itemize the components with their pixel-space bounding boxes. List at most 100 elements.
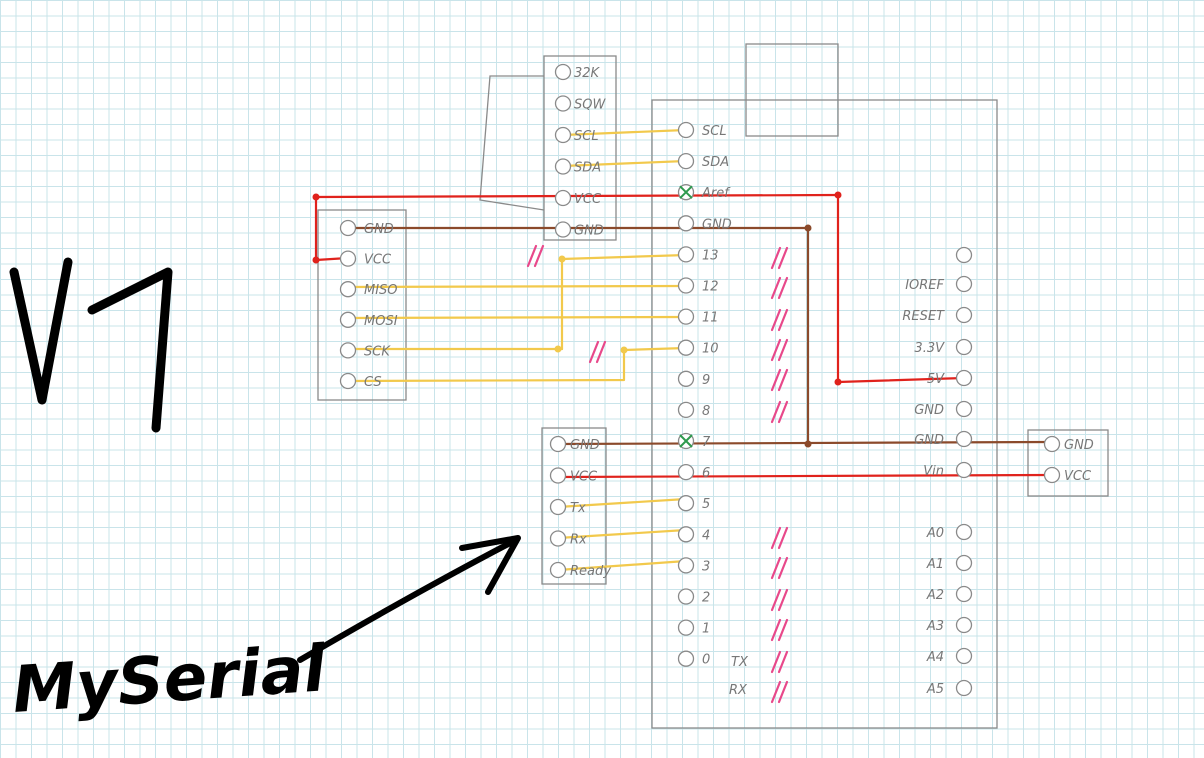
arduino-label-8: 8	[702, 404, 710, 419]
junction-red-1	[312, 193, 320, 201]
arduino-right-label-a4: A4	[926, 650, 944, 665]
sd-module	[317, 209, 407, 401]
arduino-label-9: 9	[702, 373, 710, 388]
pins	[339, 63, 1061, 697]
arduino-pin-gnd	[677, 215, 695, 232]
wire-scl	[561, 128, 688, 137]
arduino-pin-scl	[677, 121, 695, 139]
pin-marks	[526, 244, 789, 704]
arduino-pin-3	[677, 557, 695, 574]
arduino-right-label-a2: A2	[926, 588, 944, 603]
pin-mark-8	[770, 400, 789, 424]
arduino-label-3: 3	[702, 559, 710, 574]
pin-mark-7	[770, 368, 789, 392]
serial-label-gnd: GND	[570, 438, 600, 453]
labels: 32KSQWSCLSDAVCCGNDGNDVCCMISOMOSISCKCSGND…	[364, 66, 1094, 698]
arduino-right-label-a3: A3	[926, 619, 944, 634]
sd-pin-vcc	[339, 250, 357, 267]
arduino-label-7: 7	[702, 435, 711, 450]
arduino-label-13: 13	[702, 248, 719, 263]
wire-d13	[560, 253, 688, 261]
arduino-pin-9	[677, 370, 695, 387]
usb-connector	[745, 43, 839, 137]
sd-pin-miso	[339, 281, 357, 298]
serial-pin-ready	[549, 561, 567, 579]
pin-mark-4	[770, 276, 789, 300]
arduino-label-rx: RX	[729, 683, 748, 698]
wires	[312, 128, 1054, 572]
junction-brown-1	[804, 224, 812, 232]
arduino-right-pin-a3	[955, 616, 973, 634]
arduino-right-pin-ioref	[955, 275, 973, 293]
rtc-board	[543, 55, 617, 241]
board-outlines	[317, 43, 1109, 729]
serial-label-ready: Ready	[570, 564, 611, 579]
serial-pin-tx	[549, 498, 567, 516]
arduino-pin-5	[677, 495, 695, 512]
rtc-battery	[479, 75, 545, 211]
rtc-label-scl: SCL	[574, 129, 599, 144]
rtc-label-sda: SDA	[574, 161, 601, 176]
rtc-pin-vcc	[554, 189, 572, 207]
arduino-right-pin-a0	[955, 523, 973, 541]
arduino-label-aref: Aref	[701, 186, 731, 201]
junction-yellow-1	[558, 255, 566, 263]
pin-mark-9	[770, 526, 789, 550]
power-label-gnd: GND	[1064, 438, 1094, 453]
power-pin-gnd	[1043, 435, 1061, 453]
sd-pin-sck	[339, 342, 357, 359]
serial-label-rx: Rx	[570, 533, 587, 548]
pin-mark-2	[588, 340, 607, 364]
arduino-right-label-5v: 5V	[927, 372, 945, 387]
sd-label-miso: MISO	[364, 283, 398, 298]
arduino-right-pin-nc	[955, 246, 973, 264]
sd-label-vcc: VCC	[364, 253, 392, 268]
pin-mark-10	[770, 556, 789, 580]
arduino-pin-7-cross	[679, 434, 693, 448]
rtc-pin-sqw	[554, 95, 572, 112]
sd-label-mosi: MOSI	[364, 314, 398, 329]
arduino-label-gnd: GND	[702, 217, 732, 232]
rtc-pin-32k	[554, 63, 572, 81]
arduino-pin-6	[677, 463, 695, 481]
arduino-label-sda: SDA	[702, 155, 729, 170]
power-label-vcc: VCC	[1064, 469, 1092, 484]
arduino-right-pin-3-3v	[955, 338, 973, 356]
arrow-shaft	[297, 537, 519, 663]
arduino-right-label-gnd: GND	[914, 403, 944, 418]
serial-pin-gnd	[549, 435, 567, 453]
myserial-text: MySerial	[10, 632, 329, 728]
power-pin-vcc	[1043, 466, 1061, 484]
junction-red-4	[834, 378, 842, 386]
arduino-pin-0	[677, 650, 695, 667]
arduino-label-tx: TX	[731, 655, 749, 670]
sd-label-sck: SCK	[364, 344, 391, 359]
arduino-right-pin-reset	[955, 306, 973, 324]
arduino-label-11: 11	[702, 311, 719, 326]
arduino-label-4: 4	[702, 528, 710, 543]
sd-pin-mosi	[339, 311, 357, 328]
arduino-pin-8	[677, 401, 695, 419]
arduino-pin-11	[677, 308, 695, 325]
arduino-right-pin-a5	[955, 679, 973, 697]
arduino-pin-2	[677, 588, 695, 605]
arduino-right-label-3-3v: 3.3V	[914, 341, 945, 356]
arduino-pin-4	[677, 526, 695, 543]
arduino-right-pin-gnd	[955, 430, 973, 448]
arduino-label-0: 0	[702, 653, 710, 668]
wire-tx	[556, 497, 688, 509]
arrow-head	[459, 535, 521, 595]
rtc-label-gnd: GND	[574, 224, 604, 239]
arduino-pin-sda	[677, 152, 695, 170]
arduino-label-2: 2	[702, 591, 710, 606]
arduino-right-label-reset: RESET	[902, 309, 945, 324]
wire-cs	[346, 346, 688, 383]
arduino-pin-aref-cross	[679, 185, 693, 199]
wire-miso	[346, 284, 688, 289]
arduino-label-10: 10	[702, 342, 719, 357]
power-module	[1027, 429, 1109, 497]
junction-red-3	[834, 191, 842, 199]
arduino-pin-10	[677, 339, 695, 356]
rtc-pin-scl	[554, 126, 572, 144]
title-v1: V1	[9, 257, 173, 433]
